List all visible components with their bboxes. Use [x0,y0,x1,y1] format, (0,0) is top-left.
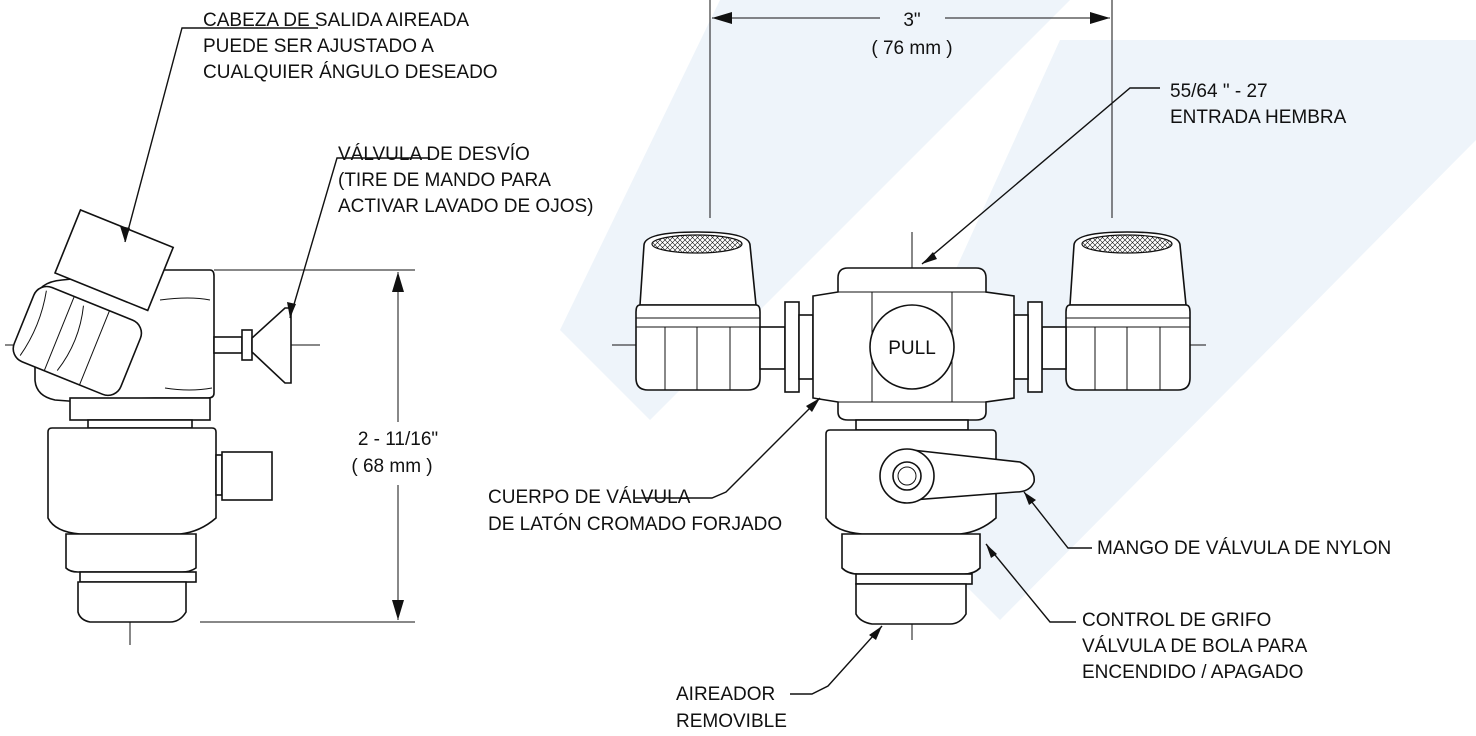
label-aerator: AIREADOR REMOVIBLE [676,684,787,732]
pull-knob-label: PULL [888,338,936,359]
height-dimension-mm: ( 68 mm ) [351,456,432,477]
label-diverter-valve: VÁLVULA DE DESVÍO (TIRE DE MANDO PARA AC… [338,144,594,217]
label-handle: MANGO DE VÁLVULA DE NYLON [1097,538,1391,559]
svg-text:VÁLVULA DE DESVÍO: VÁLVULA DE DESVÍO [338,144,530,165]
svg-text:ENTRADA HEMBRA: ENTRADA HEMBRA [1170,107,1347,128]
svg-text:VÁLVULA DE BOLA PARA: VÁLVULA DE BOLA PARA [1082,636,1308,657]
svg-text:ACTIVAR LAVADO DE OJOS): ACTIVAR LAVADO DE OJOS) [338,196,594,217]
svg-text:PUEDE SER AJUSTADO A: PUEDE SER AJUSTADO A [203,36,434,57]
svg-text:REMOVIBLE: REMOVIBLE [676,711,787,732]
svg-text:CONTROL DE GRIFO: CONTROL DE GRIFO [1082,610,1271,631]
leader-lines [120,27,1160,695]
label-valve-body: CUERPO DE VÁLVULA DE LATÓN CROMADO FORJA… [488,487,782,535]
svg-text:DE LATÓN CROMADO FORJADO: DE LATÓN CROMADO FORJADO [488,513,782,535]
height-dimension [200,269,415,623]
width-dimension-value: 3" [903,10,920,31]
svg-text:(TIRE DE MANDO PARA: (TIRE DE MANDO PARA [338,170,551,191]
svg-text:CUERPO DE VÁLVULA: CUERPO DE VÁLVULA [488,487,691,508]
svg-text:55/64 " - 27: 55/64 " - 27 [1170,81,1268,102]
label-aerated-head: CABEZA DE SALIDA AIREADA PUEDE SER AJUST… [203,10,498,83]
svg-text:CABEZA DE SALIDA AIREADA: CABEZA DE SALIDA AIREADA [203,10,469,31]
width-dimension [709,0,1113,218]
label-faucet-control: CONTROL DE GRIFO VÁLVULA DE BOLA PARA EN… [1082,610,1308,683]
label-inlet: 55/64 " - 27 ENTRADA HEMBRA [1170,81,1347,128]
side-view [5,208,320,645]
svg-text:AIREADOR: AIREADOR [676,684,775,705]
width-dimension-mm: ( 76 mm ) [871,38,952,59]
svg-text:CUALQUIER ÁNGULO DESEADO: CUALQUIER ÁNGULO DESEADO [203,62,498,83]
height-dimension-value: 2 - 11/16" [358,429,438,450]
front-view [612,231,1206,640]
svg-text:ENCENDIDO / APAGADO: ENCENDIDO / APAGADO [1082,662,1303,683]
